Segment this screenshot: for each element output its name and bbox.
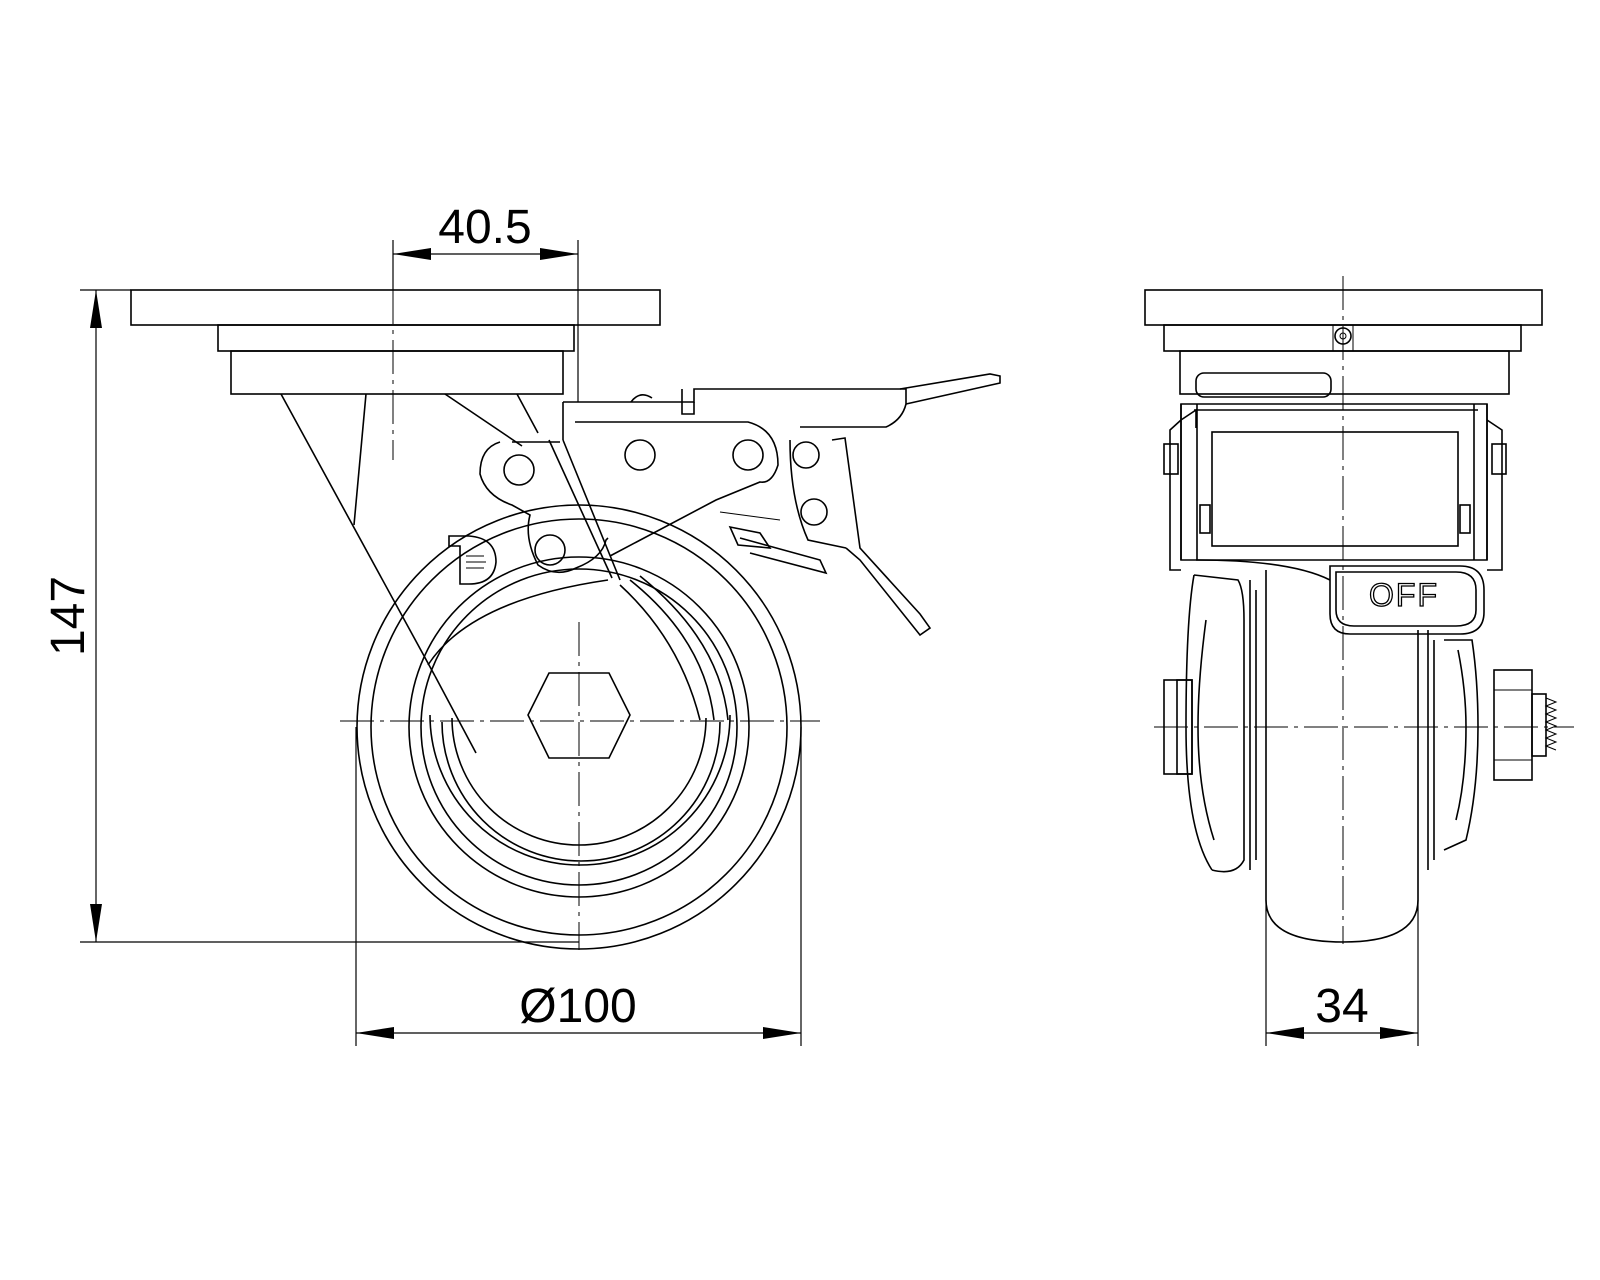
dim-width: 34 — [1265, 900, 1419, 1046]
brake-off-label: OFF — [1369, 577, 1439, 613]
centerlines-front — [1154, 276, 1574, 944]
dim-diameter: Ø100 — [355, 727, 802, 1046]
axle-nut — [527, 672, 631, 759]
dim-height: 147 — [42, 289, 579, 943]
front-view: OFF — [1144, 276, 1574, 1046]
dim-offset-label: 40.5 — [438, 201, 531, 254]
centerlines-side — [340, 290, 820, 950]
fork-front — [1163, 372, 1507, 581]
dim-diameter-label: Ø100 — [519, 980, 636, 1033]
side-view: 40.5 147 Ø100 — [42, 201, 1001, 1046]
brake-indicator: OFF — [1329, 565, 1485, 635]
fork — [280, 393, 621, 754]
dim-height-label: 147 — [42, 576, 95, 656]
top-plate — [130, 289, 661, 395]
brake-bracket — [479, 441, 609, 574]
dim-offset: 40.5 — [392, 201, 579, 402]
axle-front — [1163, 669, 1558, 781]
brake-lever — [562, 373, 1001, 637]
dim-width-label: 34 — [1315, 980, 1368, 1033]
brand-logo — [448, 535, 497, 585]
